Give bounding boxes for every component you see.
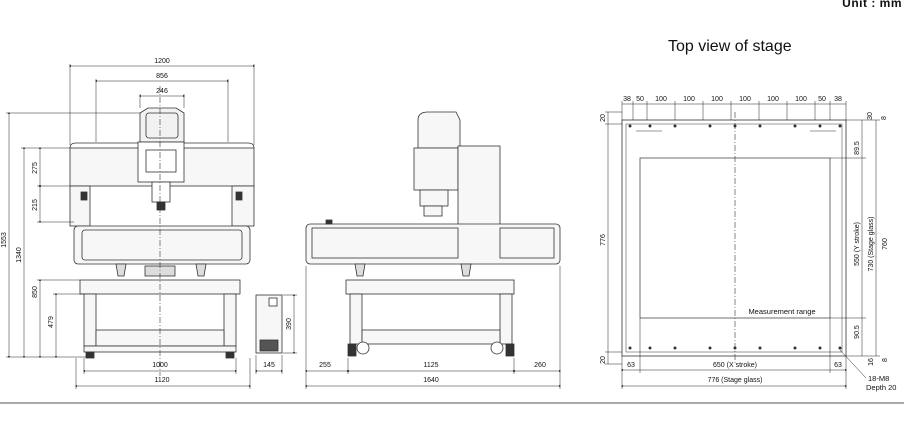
dim-controller-width: 145 xyxy=(263,362,275,369)
dim-right-bottom-16: 16 xyxy=(868,358,875,366)
dim-left-top-20: 20 xyxy=(600,114,607,122)
spacing-38-left: 38 xyxy=(623,96,631,103)
dim-base-height: 850 xyxy=(32,286,39,298)
top-view-title: Top view of stage xyxy=(668,38,792,55)
dim-overall-depth: 1640 xyxy=(423,377,439,384)
spacing-38-right: 38 xyxy=(834,96,842,103)
dim-stage-glass-x: 776 (Stage glass) xyxy=(708,377,763,384)
front-view xyxy=(69,86,255,376)
measurement-range-label: Measurement range xyxy=(748,307,815,316)
dim-bottom-left-63: 63 xyxy=(627,362,635,369)
dim-right-top-30: 30 xyxy=(867,112,874,120)
dim-base-width: 1120 xyxy=(154,377,169,384)
dim-right-bottom-8: 8 xyxy=(882,358,889,362)
side-view-dimensions xyxy=(305,266,561,389)
spacing-100-f: 100 xyxy=(795,96,807,103)
dim-right-89-5: 89.5 xyxy=(854,141,861,155)
dim-mid-height: 215 xyxy=(32,199,39,211)
dim-rail-span: 856 xyxy=(156,73,168,80)
front-view-dimensions xyxy=(6,64,255,389)
dim-side-foot-span: 1125 xyxy=(423,362,438,369)
dim-leg-height: 479 xyxy=(48,316,55,328)
dim-x-stroke: 650 (X stroke) xyxy=(713,362,757,369)
spacing-100-a: 100 xyxy=(655,96,667,103)
spacing-100-e: 100 xyxy=(767,96,779,103)
spacing-100-d: 100 xyxy=(739,96,751,103)
dim-right-90-5: 90.5 xyxy=(854,325,861,339)
tap-depth-label: Depth 20 xyxy=(866,383,896,392)
dim-frame-height: 1340 xyxy=(16,247,23,263)
dim-right-top-8: 8 xyxy=(881,116,888,120)
top-view-dimension-text: 20 776 20 30 8 89.5 550 (Y stroke) 730 (… xyxy=(600,112,889,384)
top-view-stage xyxy=(621,112,847,364)
controller-unit xyxy=(255,294,283,354)
dim-bottom-right-63: 63 xyxy=(834,362,842,369)
dim-left-bottom-20: 20 xyxy=(600,356,607,364)
dim-overall-width: 1200 xyxy=(154,58,170,65)
dim-stage-depth: 776 xyxy=(600,234,607,246)
unit-label: Unit : mm xyxy=(842,0,902,10)
dim-controller-height: 390 xyxy=(286,318,293,330)
dim-stage-glass-y: 730 (Stage glass) xyxy=(868,217,875,272)
dim-outer-760: 760 xyxy=(882,238,889,250)
dim-upper-height: 275 xyxy=(32,162,39,174)
dim-head-width: 246 xyxy=(156,88,168,95)
tap-holes-label: 18-M8 xyxy=(868,374,889,383)
controller-dimensions xyxy=(255,294,297,374)
spacing-100-c: 100 xyxy=(711,96,723,103)
dim-total-height: 1553 xyxy=(1,232,8,248)
side-view-dimension-text: 255 1125 260 1640 xyxy=(319,362,546,384)
dim-y-stroke: 550 (Y stroke) xyxy=(854,222,861,266)
dim-right-overhang: 260 xyxy=(534,362,546,369)
spacing-100-b: 100 xyxy=(683,96,695,103)
dim-foot-span: 1000 xyxy=(152,362,168,369)
front-view-dimension-text: 1200 856 246 1000 1120 1553 1340 275 215… xyxy=(1,58,170,384)
side-view xyxy=(305,111,561,357)
spacing-50-left: 50 xyxy=(636,96,644,103)
top-view-dimensions xyxy=(605,101,880,389)
dim-left-overhang: 255 xyxy=(319,362,331,369)
spacing-50-right: 50 xyxy=(818,96,826,103)
top-view-spacing-labels: 38 50 100 100 100 100 100 100 50 38 xyxy=(623,96,842,103)
